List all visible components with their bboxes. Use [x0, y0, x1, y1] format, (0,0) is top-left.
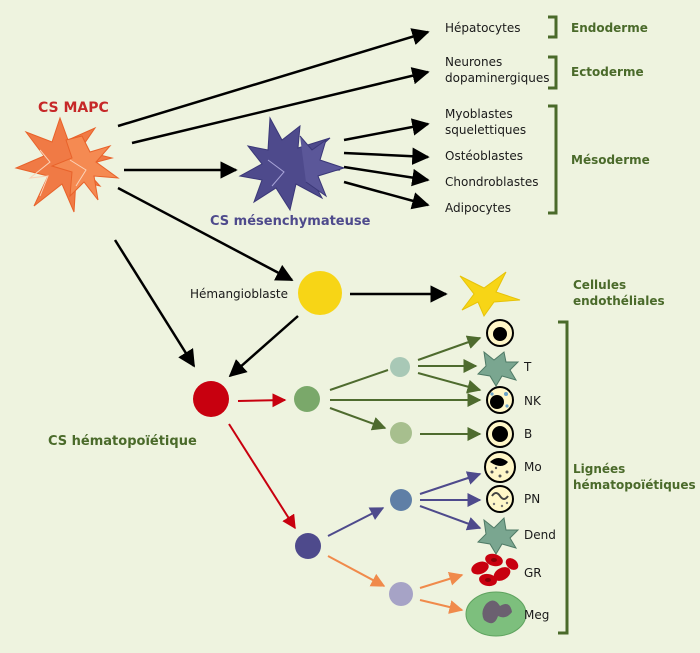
- arrow-mapc-hemangio: [117, 186, 294, 282]
- label-hepatocytes: Hépatocytes: [445, 21, 520, 35]
- monocyte-icon: [484, 451, 516, 483]
- endothelial-cell-icon: [459, 271, 521, 318]
- label-nk: NK: [524, 394, 542, 408]
- nk-cell-icon: [486, 386, 514, 414]
- arrow-tnk-1: [417, 335, 482, 361]
- arrow-cmp-mep: [327, 555, 386, 587]
- arrow-gmp-mo: [419, 471, 482, 495]
- arrow-mep-meg: [419, 599, 464, 614]
- group-lignees-1: Lignées: [573, 462, 625, 476]
- label-b: B: [524, 427, 532, 441]
- label-dend: Dend: [524, 528, 556, 542]
- myeloid-progenitor-cell: [295, 533, 321, 559]
- arrow-mapc-hepato: [117, 28, 430, 128]
- dendritic-cell-icon: [476, 516, 520, 555]
- label-myoblastes-2: squelettiques: [445, 123, 526, 137]
- label-myoblastes-1: Myoblastes: [445, 107, 513, 121]
- label-osteoblastes: Ostéoblastes: [445, 149, 523, 163]
- label-hemangioblaste: Hémangioblaste: [190, 287, 288, 301]
- tnk-progenitor-cell: [390, 357, 410, 377]
- arrow-clp-b-prog: [329, 407, 387, 431]
- hsc-title: CS hématopoïétique: [48, 434, 197, 449]
- brace-lignees: [558, 320, 569, 635]
- arrow-mes-osteo: [343, 147, 430, 165]
- label-pn: PN: [524, 492, 540, 506]
- label-mo: Mo: [524, 460, 542, 474]
- mesenchymal-cell-icon: [238, 116, 346, 212]
- group-lignees-2: hématopoïétiques: [573, 478, 696, 492]
- group-endoderme: Endoderme: [571, 21, 648, 35]
- arrow-hsc-lymph: [237, 393, 287, 408]
- lymphocyte-icon: [486, 319, 514, 347]
- arrow-mep-gr: [419, 572, 464, 589]
- label-t: T: [523, 360, 532, 374]
- mapc-cell-icon: [14, 116, 120, 213]
- megakaryocyte-icon: [465, 591, 527, 637]
- arrow-mapc-hsc: [113, 239, 196, 368]
- arrow-hsc-myelo: [228, 423, 296, 530]
- b-progenitor-cell: [390, 422, 412, 444]
- line-clp-1: [329, 369, 389, 391]
- arrow-gmp-dend: [419, 505, 482, 531]
- mapc-title: CS MAPC: [38, 100, 109, 116]
- mep-progenitor-cell: [389, 582, 413, 606]
- group-ectoderme: Ectoderme: [571, 65, 644, 79]
- group-mesoderme: Mésoderme: [571, 153, 650, 167]
- arrow-mes-chondro: [343, 165, 430, 187]
- brace-mesoderme: [548, 104, 558, 215]
- gmp-progenitor-cell: [390, 489, 412, 511]
- arrow-mes-adipo: [343, 180, 430, 210]
- t-cell-icon: [476, 350, 520, 387]
- label-neurones-2: dopaminergiques: [445, 71, 549, 85]
- brace-ectoderme: [548, 55, 558, 90]
- neutrophil-icon: [486, 485, 514, 513]
- group-endo-2: endothéliales: [573, 294, 665, 308]
- hemangioblast-cell: [298, 271, 342, 315]
- mesenchymal-title: CS mésenchymateuse: [210, 214, 371, 229]
- label-meg: Meg: [524, 608, 549, 622]
- hsc-cell: [193, 381, 229, 417]
- b-cell-icon: [486, 420, 514, 448]
- erythrocyte-icon: [471, 553, 519, 587]
- arrow-tnk-nk: [417, 372, 482, 394]
- arrow-cmp-gmp: [327, 507, 385, 537]
- label-chondroblastes: Chondroblastes: [445, 175, 538, 189]
- group-endo-1: Cellules: [573, 278, 626, 292]
- arrow-hemangio-hsc: [228, 315, 299, 378]
- arrow-mes-myo: [343, 118, 430, 142]
- label-neurones-1: Neurones: [445, 55, 502, 69]
- label-gr: GR: [524, 566, 542, 580]
- arrow-mapc-neurones: [131, 67, 430, 145]
- lymphoid-progenitor-cell: [294, 386, 320, 412]
- brace-endoderme: [548, 15, 558, 39]
- label-adipocytes: Adipocytes: [445, 201, 511, 215]
